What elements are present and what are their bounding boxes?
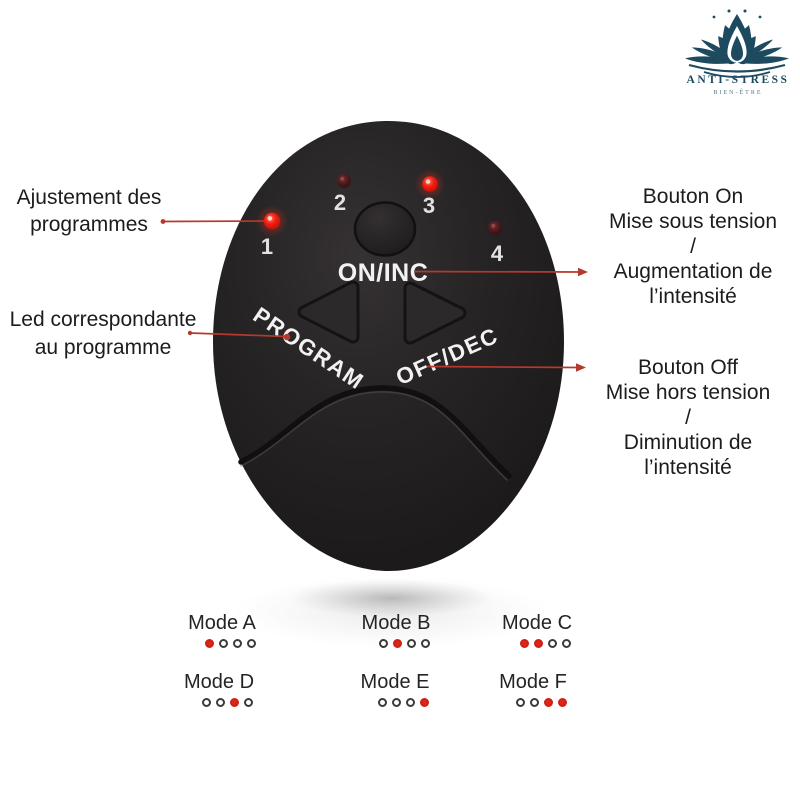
annotation-line: Augmentation de <box>613 260 773 283</box>
body-groove <box>238 385 512 479</box>
annotation-led-program: Led correspondante au programme <box>10 306 197 362</box>
mode-led-dot-on <box>229 698 239 707</box>
connector-button-on <box>413 267 588 277</box>
anti-stress-logo: ANTI-STRESS BIEN-ÊTRE <box>684 9 790 96</box>
annotation-line: l’intensité <box>644 456 732 479</box>
annotation-program-adjust: Ajustement des programmes <box>17 184 162 238</box>
mode-led-dot-off <box>201 698 211 707</box>
mode-led-dot-on <box>543 698 553 707</box>
led-4 <box>488 221 502 235</box>
led-2 <box>337 174 351 188</box>
mode-led-dot-off <box>232 639 242 648</box>
mode-led-pattern <box>474 698 608 707</box>
mode-label: Mode C <box>501 612 573 634</box>
program-button[interactable] <box>297 280 360 344</box>
mode-led-dot-off <box>515 698 525 707</box>
mode-led-pattern <box>478 639 612 648</box>
connector-program-adjust <box>160 219 265 224</box>
mode-e-legend: Mode E <box>320 671 470 707</box>
mode-label: Mode D <box>183 671 255 693</box>
mode-led-dot-off <box>547 639 557 648</box>
led-2-number: 2 <box>334 190 346 215</box>
mode-label: Mode B <box>361 612 431 634</box>
mode-a-legend: Mode A <box>147 612 297 648</box>
led-3 <box>415 169 445 199</box>
mode-led-pattern <box>337 639 471 648</box>
mode-label: Mode A <box>188 612 256 634</box>
mode-d-legend: Mode D <box>144 671 294 707</box>
mode-led-dot-off <box>215 698 225 707</box>
on-inc-label: ON/INC <box>338 259 429 287</box>
mode-label: Mode E <box>360 671 430 693</box>
connector-led-program <box>187 330 291 341</box>
mode-led-dot-off <box>243 698 253 707</box>
annotation-line: programmes <box>30 213 148 236</box>
led-1 <box>256 205 288 237</box>
mode-led-dot-off <box>377 698 387 707</box>
mode-led-pattern <box>163 639 297 648</box>
logo-tagline-text: BIEN-ÊTRE <box>714 88 763 96</box>
mode-led-pattern <box>336 698 470 707</box>
mode-b-legend: Mode B <box>321 612 471 648</box>
annotation-button-off: Bouton Off Mise hors tension / Diminutio… <box>606 355 771 480</box>
connector-button-off <box>426 363 586 372</box>
mode-led-dot-on <box>204 639 214 648</box>
lotus-icon <box>684 9 790 78</box>
remote-body <box>213 121 564 571</box>
mode-led-dot-off <box>218 639 228 648</box>
mode-label: Mode F <box>499 671 567 693</box>
annotation-line: Ajustement des <box>16 186 162 209</box>
annotation-line: Bouton Off <box>637 356 739 379</box>
body-groove-highlight <box>240 391 508 481</box>
logo-brand-text: ANTI-STRESS <box>687 74 790 86</box>
led-4-number: 4 <box>491 241 504 266</box>
mode-led-dot-on <box>557 698 567 707</box>
annotation-button-on: Bouton On Mise sous tension / Augmentati… <box>609 184 777 309</box>
device-shadow <box>288 579 494 617</box>
mode-led-dot-on <box>419 698 429 707</box>
mode-led-dot-off <box>246 639 256 648</box>
on-inc-button[interactable] <box>353 201 417 257</box>
mode-led-dot-on <box>392 639 402 648</box>
annotation-line: l’intensité <box>649 285 737 308</box>
annotation-line: Mise sous tension <box>608 210 778 233</box>
annotation-line: Bouton On <box>642 185 744 208</box>
mode-led-dot-off <box>561 639 571 648</box>
mode-c-legend: Mode C <box>462 612 612 648</box>
mode-led-pattern <box>160 698 294 707</box>
mode-led-dot-on <box>519 639 529 648</box>
off-dec-button[interactable] <box>403 281 467 345</box>
led-3-number: 3 <box>423 193 435 218</box>
mode-led-dot-off <box>378 639 388 648</box>
mode-f-legend: Mode F <box>458 671 608 707</box>
annotation-line: Mise hors tension <box>605 381 771 404</box>
led-1-number: 1 <box>261 234 273 259</box>
mode-led-dot-off <box>405 698 415 707</box>
annotation-line: / <box>690 235 696 258</box>
annotation-line: / <box>685 406 691 429</box>
mode-led-dot-on <box>533 639 543 648</box>
mode-led-dot-off <box>529 698 539 707</box>
mode-led-dot-off <box>391 698 401 707</box>
mode-led-dot-off <box>420 639 430 648</box>
annotation-line: Diminution de <box>623 431 753 454</box>
mode-led-dot-off <box>406 639 416 648</box>
annotation-line: au programme <box>34 336 172 359</box>
annotation-line: Led correspondante <box>9 308 197 331</box>
